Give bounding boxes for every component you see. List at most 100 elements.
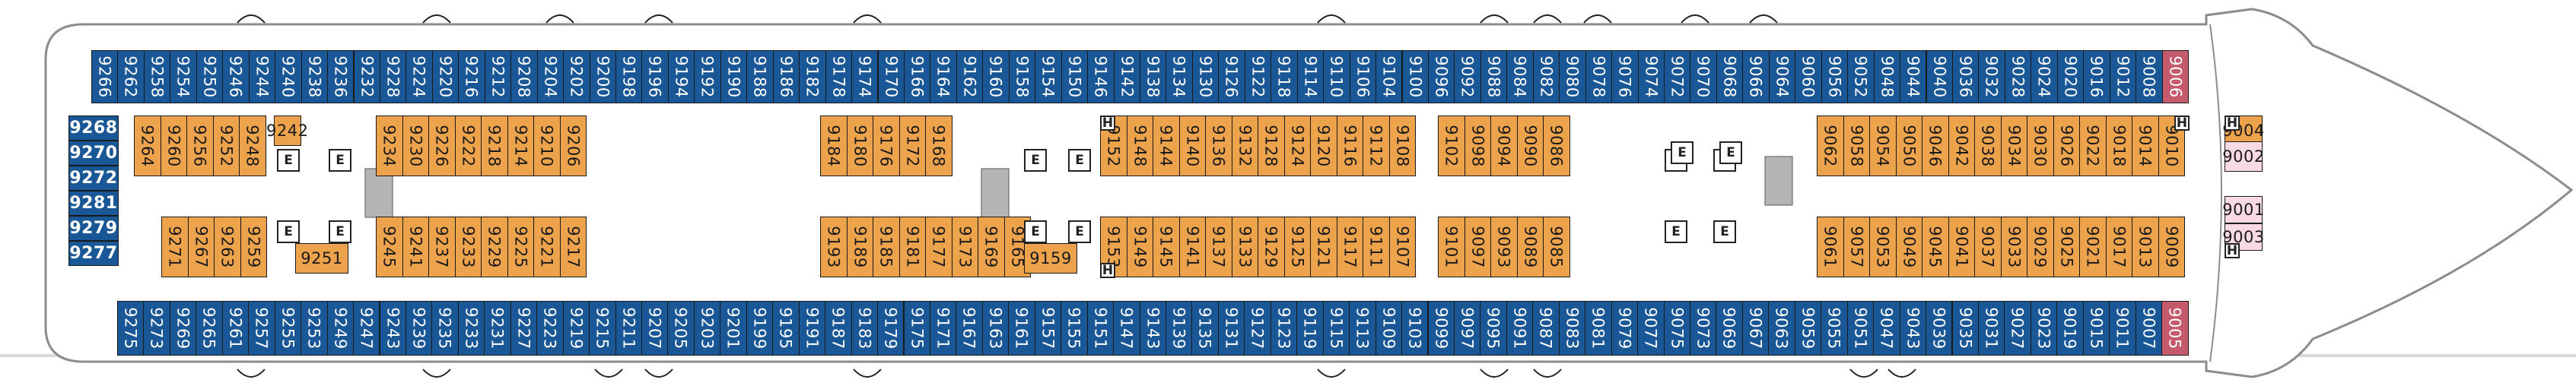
cabin-9157[interactable]: 9157 [1034,301,1062,356]
cabin-9097[interactable]: 9097 [1464,217,1491,277]
cabin-9176[interactable]: 9176 [873,115,900,176]
cabin-9066[interactable]: 9066 [1742,50,1770,103]
cabin-9039[interactable]: 9039 [1926,301,1953,356]
cabin-9099[interactable]: 9099 [1427,301,1455,356]
cabin-9049[interactable]: 9049 [1895,217,1922,277]
cabin-9236[interactable]: 9236 [327,50,355,103]
cabin-9002[interactable]: 9002 [2222,141,2264,172]
cabin-9254[interactable]: 9254 [170,50,197,103]
cabin-9046[interactable]: 9046 [1922,115,1949,176]
cabin-9214[interactable]: 9214 [507,115,534,176]
cabin-9057[interactable]: 9057 [1843,217,1870,277]
cabin-9237[interactable]: 9237 [428,217,456,277]
cabin-9083[interactable]: 9083 [1558,301,1586,356]
cabin-9029[interactable]: 9029 [2027,217,2054,277]
cabin-9233[interactable]: 9233 [457,301,485,356]
cabin-9079[interactable]: 9079 [1611,301,1639,356]
cabin-9027[interactable]: 9027 [2004,301,2031,356]
cabin-9243[interactable]: 9243 [379,301,406,356]
cabin-9116[interactable]: 9116 [1336,115,1363,176]
cabin-9127[interactable]: 9127 [1244,301,1271,356]
cabin-9162[interactable]: 9162 [956,50,984,103]
cabin-9195[interactable]: 9195 [772,301,800,356]
cabin-9088[interactable]: 9088 [1480,50,1508,103]
cabin-9102[interactable]: 9102 [1438,115,1465,176]
cabin-9123[interactable]: 9123 [1270,301,1298,356]
cabin-9279[interactable]: 9279 [68,216,119,241]
cabin-9061[interactable]: 9061 [1817,217,1844,277]
cabin-9260[interactable]: 9260 [160,115,187,176]
cabin-9012[interactable]: 9012 [2109,50,2137,103]
cabin-9014[interactable]: 9014 [2132,115,2159,176]
cabin-9073[interactable]: 9073 [1690,301,1717,356]
cabin-9142[interactable]: 9142 [1113,50,1140,103]
cabin-9094[interactable]: 9094 [1490,115,1518,176]
cabin-9180[interactable]: 9180 [846,115,873,176]
cabin-9125[interactable]: 9125 [1283,217,1311,277]
cabin-9119[interactable]: 9119 [1296,301,1324,356]
cabin-9229[interactable]: 9229 [481,217,508,277]
cabin-9026[interactable]: 9026 [2053,115,2080,176]
cabin-9219[interactable]: 9219 [562,301,590,356]
cabin-9185[interactable]: 9185 [873,217,900,277]
cabin-9058[interactable]: 9058 [1843,115,1870,176]
cabin-9250[interactable]: 9250 [196,50,224,103]
cabin-9252[interactable]: 9252 [212,115,240,176]
cabin-9170[interactable]: 9170 [877,50,905,103]
cabin-9248[interactable]: 9248 [239,115,266,176]
cabin-9171[interactable]: 9171 [929,301,957,356]
cabin-9182[interactable]: 9182 [799,50,826,103]
cabin-9134[interactable]: 9134 [1166,50,1193,103]
cabin-9173[interactable]: 9173 [951,217,978,277]
cabin-9018[interactable]: 9018 [2105,115,2132,176]
cabin-9234[interactable]: 9234 [376,115,403,176]
cabin-9005[interactable]: 9005 [2161,301,2189,356]
cabin-9259[interactable]: 9259 [240,217,267,277]
cabin-9208[interactable]: 9208 [510,50,538,103]
cabin-9047[interactable]: 9047 [1873,301,1900,356]
cabin-9076[interactable]: 9076 [1611,50,1639,103]
cabin-9117[interactable]: 9117 [1336,217,1363,277]
cabin-9115[interactable]: 9115 [1322,301,1350,356]
cabin-9048[interactable]: 9048 [1873,50,1901,103]
cabin-9253[interactable]: 9253 [301,301,328,356]
cabin-9141[interactable]: 9141 [1178,217,1206,277]
cabin-9150[interactable]: 9150 [1061,50,1089,103]
cabin-9222[interactable]: 9222 [454,115,482,176]
cabin-9001[interactable]: 9001 [2222,196,2264,223]
cabin-9072[interactable]: 9072 [1664,50,1691,103]
cabin-9281[interactable]: 9281 [68,191,119,216]
cabin-9172[interactable]: 9172 [898,115,926,176]
cabin-9050[interactable]: 9050 [1895,115,1922,176]
cabin-9256[interactable]: 9256 [186,115,214,176]
cabin-9194[interactable]: 9194 [667,50,695,103]
cabin-9077[interactable]: 9077 [1637,301,1665,356]
cabin-9041[interactable]: 9041 [1948,217,1975,277]
cabin-9193[interactable]: 9193 [820,217,848,277]
cabin-9267[interactable]: 9267 [187,217,215,277]
cabin-9270[interactable]: 9270 [68,141,119,166]
cabin-9017[interactable]: 9017 [2105,217,2132,277]
cabin-9132[interactable]: 9132 [1231,115,1258,176]
cabin-9239[interactable]: 9239 [405,301,433,356]
cabin-9240[interactable]: 9240 [275,50,302,103]
cabin-9110[interactable]: 9110 [1323,50,1350,103]
cabin-9131[interactable]: 9131 [1217,301,1245,356]
cabin-9217[interactable]: 9217 [559,217,587,277]
cabin-9121[interactable]: 9121 [1310,217,1337,277]
cabin-9154[interactable]: 9154 [1035,50,1062,103]
cabin-9140[interactable]: 9140 [1178,115,1206,176]
cabin-9143[interactable]: 9143 [1139,301,1166,356]
cabin-9008[interactable]: 9008 [2136,50,2163,103]
cabin-9040[interactable]: 9040 [1926,50,1953,103]
cabin-9064[interactable]: 9064 [1768,50,1796,103]
cabin-9015[interactable]: 9015 [2082,301,2110,356]
cabin-9028[interactable]: 9028 [2004,50,2032,103]
cabin-9122[interactable]: 9122 [1244,50,1272,103]
cabin-9051[interactable]: 9051 [1846,301,1875,356]
cabin-9031[interactable]: 9031 [1977,301,2005,356]
cabin-9255[interactable]: 9255 [274,301,302,356]
cabin-9136[interactable]: 9136 [1205,115,1232,176]
cabin-9011[interactable]: 9011 [2109,301,2136,356]
cabin-9196[interactable]: 9196 [641,50,669,103]
